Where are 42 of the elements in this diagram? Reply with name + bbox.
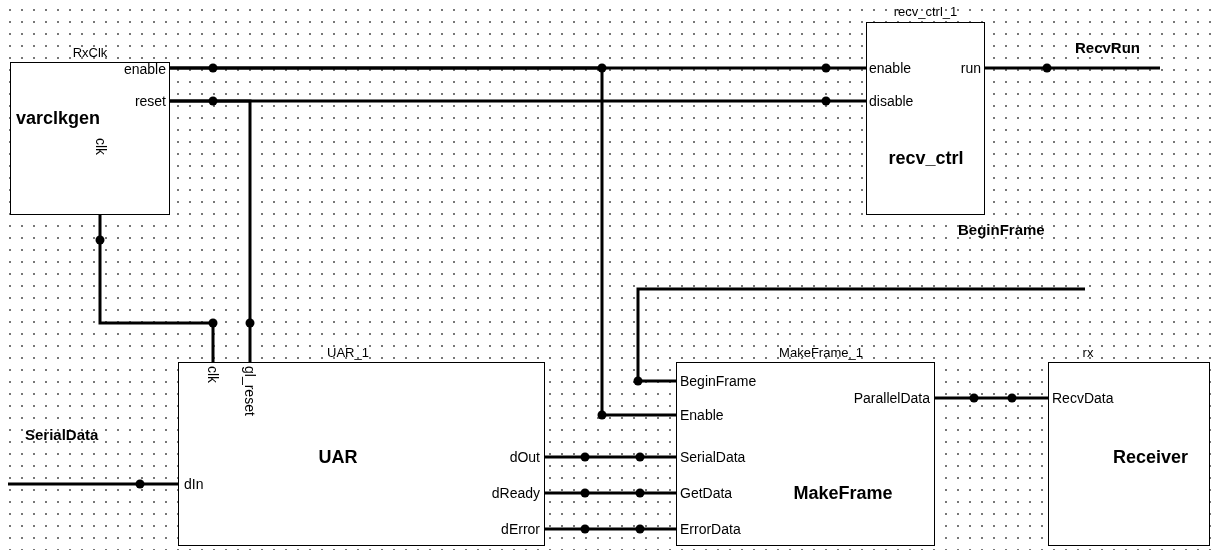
wire xyxy=(985,66,1160,70)
net-label: SerialData xyxy=(8,427,110,484)
pin-label: run xyxy=(959,60,981,76)
wire xyxy=(636,287,1085,383)
wire xyxy=(170,66,676,417)
net-label: RecvRun xyxy=(1075,40,1160,68)
block-name: varclkgen xyxy=(16,107,102,129)
net-label: BeginFrame xyxy=(958,222,1085,289)
instance-name: MakeFrame_1 xyxy=(778,345,864,361)
pin-label: dError xyxy=(500,521,540,537)
pin-label: SerialData xyxy=(680,449,747,465)
instance-name: recv_ctrl_1 xyxy=(892,4,959,20)
pin-label: gl_reset xyxy=(242,366,258,416)
instance-name: rx xyxy=(1081,345,1095,361)
pin-label: dReady xyxy=(490,485,540,501)
pin-label: dOut xyxy=(508,449,540,465)
pin-label: disable xyxy=(869,93,915,109)
wire xyxy=(98,215,215,362)
block-name: MakeFrame xyxy=(792,482,894,504)
pin-label: enable xyxy=(869,60,913,76)
pin-label: ErrorData xyxy=(680,521,742,537)
pin-label: reset xyxy=(133,93,166,109)
pin-label: Enable xyxy=(680,407,725,423)
pin-label: dIn xyxy=(184,476,205,492)
wire xyxy=(545,527,676,531)
block-name: recv_ctrl xyxy=(887,147,965,169)
pin-label: clk xyxy=(93,138,109,156)
pin-label: enable xyxy=(122,61,166,77)
pin-label: BeginFrame xyxy=(680,373,758,389)
wire xyxy=(545,491,676,495)
block-name: Receiver xyxy=(1111,446,1190,468)
block-name: UAR xyxy=(317,446,359,468)
wire xyxy=(545,455,676,459)
pin-label: clk xyxy=(205,366,221,384)
instance-name: UAR_1 xyxy=(326,345,370,361)
pin-label: ParallelData xyxy=(852,390,930,406)
wire xyxy=(935,396,1048,400)
pin-label: RecvData xyxy=(1052,390,1115,406)
wire xyxy=(8,482,178,486)
wire xyxy=(170,99,252,362)
pin-label: GetData xyxy=(680,485,734,501)
instance-name: RxClk xyxy=(71,45,109,61)
